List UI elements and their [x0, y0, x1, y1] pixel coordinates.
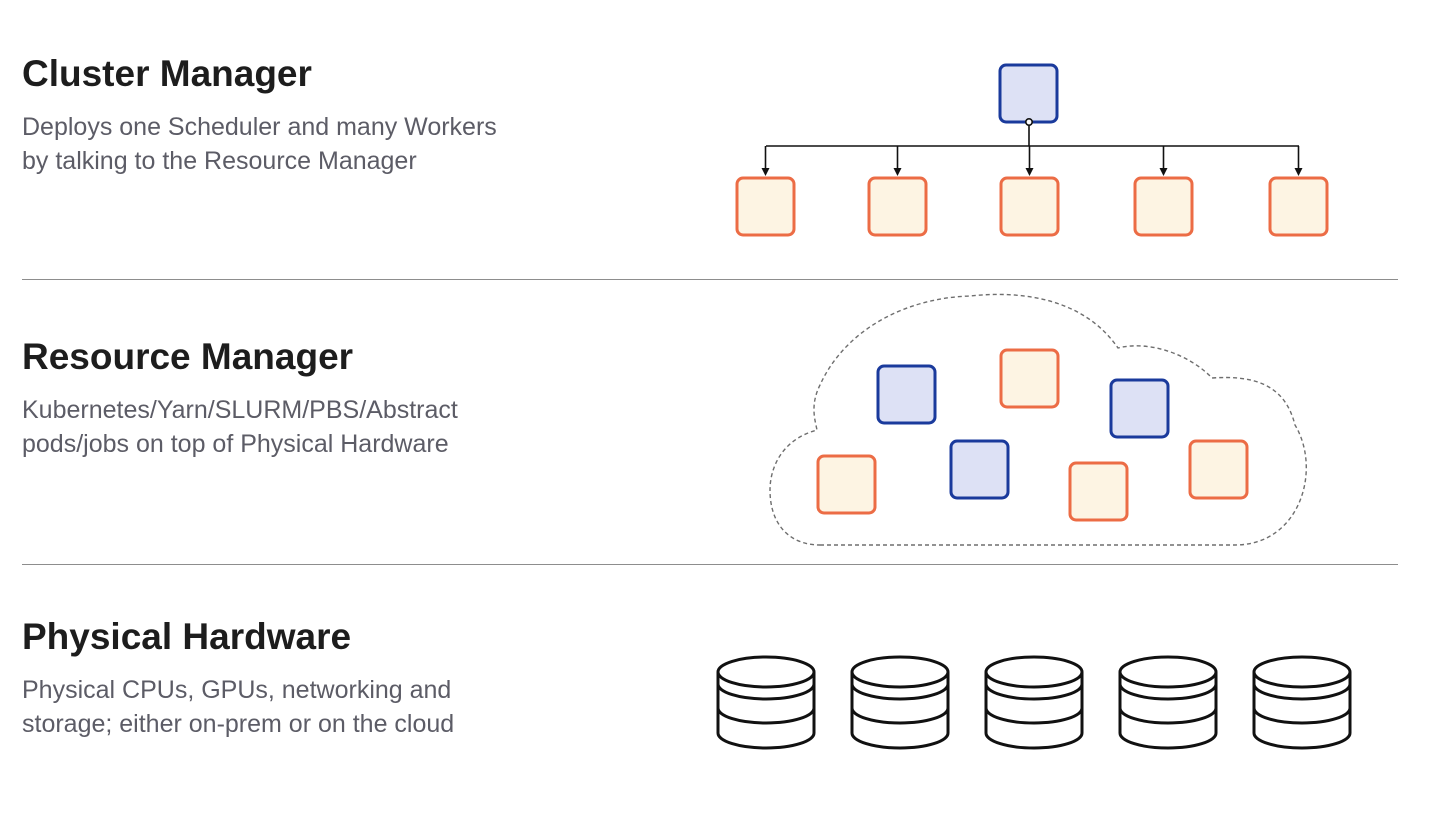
database-ring [1118, 683, 1218, 701]
cluster-manager-title: Cluster Manager [22, 53, 312, 94]
database-icon [1118, 655, 1218, 750]
resource-manager-title: Resource Manager [22, 336, 354, 377]
database-top [1118, 655, 1218, 689]
resource-manager-cloud [769, 293, 1307, 546]
worker-pod-2 [999, 348, 1060, 409]
cluster-manager-description-line-1: Deploys one Scheduler and many Workers [22, 113, 497, 141]
physical-hardware-description: Physical CPUs, GPUs, networking and stor… [22, 673, 622, 741]
scheduler-pod-3 [1109, 378, 1170, 439]
divider-bottom [22, 564, 1398, 565]
database-ring [716, 707, 816, 725]
worker-box-3 [999, 176, 1060, 237]
database-ring [984, 683, 1084, 701]
worker-box-4 [1133, 176, 1194, 237]
connector-junction [1025, 118, 1034, 127]
resource-manager-section: Resource Manager Kubernetes/Yarn/SLURM/P… [22, 335, 622, 461]
database-ring [716, 683, 816, 701]
database-body [1252, 672, 1352, 750]
cluster-manager-description-line-2: by talking to the Resource Manager [22, 147, 417, 175]
worker-box-5 [1268, 176, 1329, 237]
database-ring [850, 683, 950, 701]
scheduler-pod-1 [876, 364, 937, 425]
database-icon [984, 655, 1084, 750]
cluster-manager-description: Deploys one Scheduler and many Workers b… [22, 110, 622, 178]
worker-box-1 [735, 176, 796, 237]
database-body [1118, 672, 1218, 750]
database-top [850, 655, 950, 689]
cluster-manager-tree [735, 63, 1329, 237]
database-body [716, 672, 816, 750]
worker-pod-5 [1188, 439, 1249, 500]
resource-manager-description-line-2: pods/jobs on top of Physical Hardware [22, 430, 449, 458]
physical-hardware-description-line-1: Physical CPUs, GPUs, networking and [22, 676, 452, 704]
database-body [984, 672, 1084, 750]
resource-manager-description-line-1: Kubernetes/Yarn/SLURM/PBS/Abstract [22, 396, 458, 424]
database-ring [1252, 683, 1352, 701]
cluster-manager-section: Cluster Manager Deploys one Scheduler an… [22, 52, 622, 178]
resource-manager-description: Kubernetes/Yarn/SLURM/PBS/Abstract pods/… [22, 393, 622, 461]
physical-hardware-description-line-2: storage; either on-prem or on the cloud [22, 710, 455, 738]
worker-pod-6 [816, 454, 877, 515]
physical-hardware-storage [716, 655, 1352, 750]
database-ring [850, 707, 950, 725]
database-top [716, 655, 816, 689]
divider-top [22, 279, 1398, 280]
scheduler-box [998, 63, 1059, 124]
physical-hardware-section: Physical Hardware Physical CPUs, GPUs, n… [22, 615, 622, 741]
cloud-pods [816, 348, 1249, 522]
database-icon [716, 655, 816, 750]
scheduler-pod-4 [949, 439, 1010, 500]
database-ring [1252, 707, 1352, 725]
worker-box-2 [867, 176, 928, 237]
database-icon [850, 655, 950, 750]
database-icon [1252, 655, 1352, 750]
database-body [850, 672, 950, 750]
database-ring [1118, 707, 1218, 725]
worker-pod-7 [1068, 461, 1129, 522]
database-top [1252, 655, 1352, 689]
database-ring [984, 707, 1084, 725]
physical-hardware-title: Physical Hardware [22, 616, 352, 657]
database-top [984, 655, 1084, 689]
